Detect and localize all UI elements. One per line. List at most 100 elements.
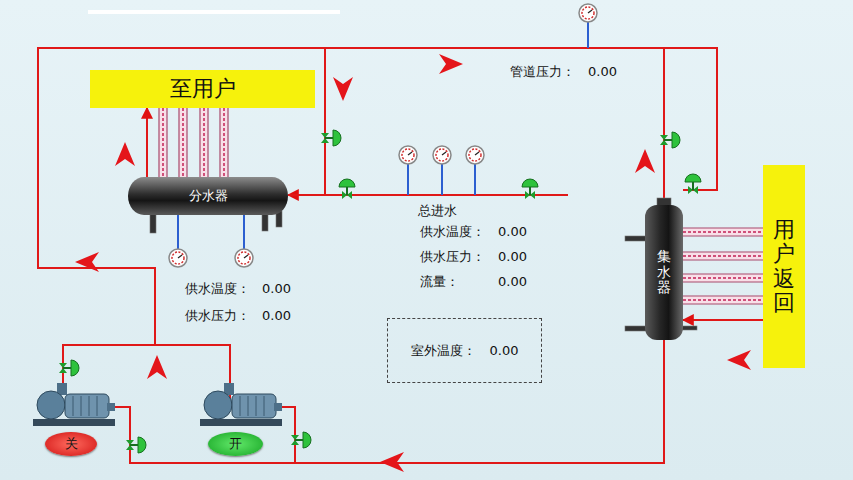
pump-icon <box>33 383 115 426</box>
gauge-face <box>433 146 451 164</box>
distributor-tank: 分水器 <box>128 177 288 215</box>
gauge-stem <box>243 215 245 249</box>
pump-icon <box>200 383 282 426</box>
pressure-gauge <box>235 249 253 267</box>
valve-symbol <box>339 179 355 199</box>
outdoor-temp-box: 室外温度： 0.00 <box>387 318 542 383</box>
return-tube <box>679 296 767 304</box>
node-text: 集水器 <box>657 249 671 295</box>
flow-arrow <box>439 54 463 74</box>
reading-label: 管道压力： <box>510 64 575 80</box>
valve-handle <box>672 132 680 148</box>
tube-stripe <box>683 231 763 233</box>
valve-symbol <box>321 130 341 146</box>
motor-fin <box>264 396 265 416</box>
valve-handle <box>685 174 701 182</box>
tube-stripe <box>162 108 164 178</box>
tube-stripe <box>203 108 205 178</box>
pressure-gauge <box>466 146 484 164</box>
valve-symbol <box>59 360 79 376</box>
node-text: 室外温度： <box>411 342 476 360</box>
valve-stem <box>325 137 333 139</box>
gauge-needle <box>475 152 479 155</box>
gauge-stem <box>587 22 589 48</box>
pump-base <box>33 419 115 426</box>
tank-stub <box>681 326 697 330</box>
pressure-gauge <box>399 146 417 164</box>
gauge-stem <box>441 164 443 195</box>
flow-arrow <box>75 252 99 272</box>
pump-base <box>200 419 282 426</box>
flow-arrow <box>333 77 353 101</box>
gauge-needle <box>178 255 182 258</box>
valve-handle <box>339 179 355 187</box>
node-text: 0.00 <box>490 343 519 358</box>
tube-stripe <box>223 108 225 178</box>
gauge-scale <box>469 149 481 161</box>
riser-tube <box>159 104 167 182</box>
title-bar <box>88 10 340 14</box>
pipe <box>325 48 717 190</box>
reading-label: 0.00 <box>262 281 291 297</box>
pump-inlet <box>274 403 282 411</box>
gauge-scale <box>436 149 448 161</box>
tube-stripe <box>683 277 763 279</box>
node-text: 用户返回 <box>773 218 795 315</box>
pipe <box>63 345 155 385</box>
reading-label: 0.00 <box>498 224 527 240</box>
reading-label: 0.00 <box>262 308 291 324</box>
gauge-face <box>399 146 417 164</box>
reading-label: 流量： <box>420 274 459 290</box>
valve-handle <box>522 179 538 187</box>
gauge-scale <box>582 7 594 19</box>
node-text: 至用户 <box>170 74 236 104</box>
motor-fin <box>73 396 74 416</box>
gauge-needle <box>442 152 446 155</box>
flow-arrow <box>380 452 404 472</box>
tank-stub <box>625 236 647 241</box>
pump-motor <box>65 394 109 418</box>
flow-arrow <box>147 355 167 379</box>
valve-symbol <box>291 432 311 448</box>
gauge-face <box>466 146 484 164</box>
gauge-face <box>169 249 187 267</box>
stop-button: 关 <box>45 432 97 456</box>
valve-stem <box>130 444 138 446</box>
valve-handle <box>138 437 146 453</box>
tube-stripe <box>182 108 184 178</box>
valve-symbol <box>522 179 538 199</box>
gauge-scale <box>238 252 250 264</box>
gauge-scale <box>172 252 184 264</box>
start-button: 开 <box>208 432 263 456</box>
valve-symbol <box>126 437 146 453</box>
valve-handle <box>333 130 341 146</box>
reading-label: 供水压力： <box>420 249 485 265</box>
motor-fin <box>248 396 249 416</box>
flow-arrow <box>727 350 751 370</box>
collector-tank: 集水器 <box>645 205 683 340</box>
gauge-scale <box>402 149 414 161</box>
node-text: 关 <box>65 435 78 453</box>
reading-label: 总进水 <box>418 203 457 219</box>
reading-label: 供水温度： <box>185 281 250 297</box>
gauge-face <box>235 249 253 267</box>
valve-stem <box>346 187 348 195</box>
reading-label: 供水压力： <box>185 308 250 324</box>
pump-inlet <box>107 403 115 411</box>
riser-tube <box>179 104 187 182</box>
destination-banner: 至用户 <box>90 70 315 108</box>
tank-stub <box>625 326 647 331</box>
valve-stem <box>63 367 71 369</box>
return-banner: 用户返回 <box>763 165 805 368</box>
motor-fin <box>97 396 98 416</box>
gauge-stem <box>407 164 409 195</box>
return-tube <box>679 228 767 236</box>
motor-fin <box>89 396 90 416</box>
valve-symbol <box>685 174 701 194</box>
flow-arrow <box>635 149 655 173</box>
valve-stem <box>664 139 672 141</box>
gauge-stem <box>474 164 476 195</box>
motor-fin <box>256 396 257 416</box>
node-text: 分水器 <box>189 187 228 205</box>
